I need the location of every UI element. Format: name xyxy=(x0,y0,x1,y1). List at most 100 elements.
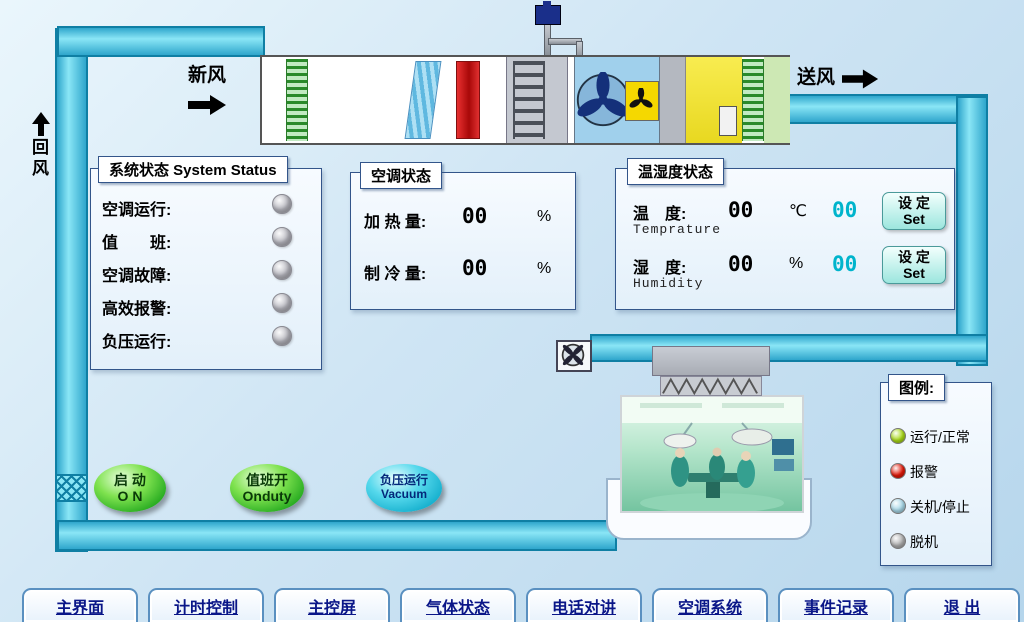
vacuum-run-button[interactable]: 负压运行 Vacuum xyxy=(366,464,442,512)
start-on-button[interactable]: 启 动 O N xyxy=(94,464,166,512)
return-duct-bottom xyxy=(57,520,617,551)
set-button-en: Set xyxy=(903,211,925,227)
legend-offline-dot xyxy=(890,533,906,549)
status-led-vacuum-running xyxy=(272,326,292,346)
status-row-label: 负压运行: xyxy=(102,334,172,351)
return-duct-left-vertical xyxy=(55,28,88,552)
humidifier-ladder-pipes xyxy=(513,61,545,139)
exhaust-fan-icon xyxy=(561,343,585,367)
fresh-air-duct-top xyxy=(57,26,265,57)
temperature-label: 温 度: xyxy=(633,206,687,223)
onduty-button-en: Onduty xyxy=(242,488,292,504)
temperature-set-button[interactable]: 设 定 Set xyxy=(882,192,946,230)
supply-duct-top-right xyxy=(786,94,988,124)
fresh-air-arrow-icon xyxy=(188,95,226,115)
legend-stop-label: 关机/停止 xyxy=(910,499,970,515)
fan-motor-box xyxy=(625,81,659,121)
valve-knob-icon xyxy=(543,1,551,6)
status-row-label: 空调故障: xyxy=(102,268,172,285)
ahu-gray-slab xyxy=(660,57,686,143)
air-handling-unit xyxy=(260,55,790,145)
humidity-value: 00 xyxy=(728,252,754,276)
ahu-blue-filter xyxy=(404,61,442,139)
heating-unit: % xyxy=(537,208,552,225)
vacuum-button-cn: 负压运行 xyxy=(379,473,428,488)
hepa-diffuser xyxy=(660,376,762,396)
set-button-en: Set xyxy=(903,265,925,281)
nav-tab-timer-control[interactable]: 计时控制 xyxy=(148,588,264,622)
ceiling-plenum-box xyxy=(652,346,770,376)
temperature-setpoint-value: 00 xyxy=(832,198,858,222)
start-button-en: O N xyxy=(117,488,143,504)
status-led-onduty xyxy=(272,227,292,247)
nav-tab-label: 事件记录 xyxy=(803,600,868,617)
temperature-unit: ℃ xyxy=(789,203,807,220)
heating-label: 加 热 量: xyxy=(364,214,427,231)
ahu-fan-section xyxy=(574,57,660,143)
set-button-cn: 设 定 xyxy=(898,194,930,211)
nav-tab-event-log[interactable]: 事件记录 xyxy=(778,588,894,622)
nav-tab-label: 主界面 xyxy=(55,600,104,617)
temperature-value: 00 xyxy=(728,198,754,222)
cooling-unit: % xyxy=(537,260,552,277)
legend-alarm-label: 报警 xyxy=(910,464,938,480)
legend-title: 图例: xyxy=(888,374,945,401)
ahu-end-section xyxy=(764,57,790,143)
operating-room-image xyxy=(620,395,804,513)
nav-tab-label: 电话对讲 xyxy=(551,600,616,617)
legend-alarm-dot xyxy=(890,463,906,479)
set-button-cn: 设 定 xyxy=(898,248,930,265)
motorized-valve-icon xyxy=(535,5,561,25)
nav-tab-ac-system[interactable]: 空调系统 xyxy=(652,588,768,622)
fan-wheel-icon xyxy=(576,72,630,127)
status-row-label: 值 班: xyxy=(102,235,172,252)
status-led-ac-fault xyxy=(272,260,292,280)
nav-tab-gas-status[interactable]: 气体状态 xyxy=(400,588,516,622)
status-led-ac-running xyxy=(272,194,292,214)
ahu-yellow-section xyxy=(686,57,742,143)
duct-damper-hatch xyxy=(55,474,88,502)
fresh-air-label: 新风 xyxy=(188,65,227,86)
humidity-unit: % xyxy=(789,255,804,272)
ahu-coil-filter-1 xyxy=(286,59,308,141)
trefoil-icon xyxy=(629,88,653,108)
bottom-navigation: 主界面 计时控制 主控屏 气体状态 电话对讲 空调系统 事件记录 退 出 xyxy=(0,588,1024,622)
nav-tab-label: 气体状态 xyxy=(425,600,490,617)
status-led-hepa-alarm xyxy=(272,293,292,313)
nav-tab-main[interactable]: 主界面 xyxy=(22,588,138,622)
temp-humidity-title: 温湿度状态 xyxy=(627,158,725,185)
heating-value: 00 xyxy=(462,204,488,228)
nav-tab-label: 计时控制 xyxy=(173,600,238,617)
exhaust-fan-box xyxy=(556,340,592,372)
supply-air-arrow-icon xyxy=(842,69,879,89)
cooling-label: 制 冷 量: xyxy=(364,266,427,283)
nav-tab-intercom[interactable]: 电话对讲 xyxy=(526,588,642,622)
onduty-button-cn: 值班开 xyxy=(246,471,288,488)
status-row-label: 空调运行: xyxy=(102,202,172,219)
supply-duct-right-vertical xyxy=(956,96,988,366)
nav-tab-label: 空调系统 xyxy=(677,600,742,617)
humidity-set-button[interactable]: 设 定 Set xyxy=(882,246,946,284)
supply-air-label: 送风 xyxy=(797,67,836,88)
humidity-setpoint-value: 00 xyxy=(832,252,858,276)
humidity-sublabel: Humidity xyxy=(633,276,704,291)
supply-duct-to-room xyxy=(590,334,988,362)
nav-tab-label: 退 出 xyxy=(943,600,981,617)
legend-stop-dot xyxy=(890,498,906,514)
legend-run-label: 运行/正常 xyxy=(910,429,970,445)
ac-status-panel xyxy=(350,172,576,310)
legend-run-dot xyxy=(890,428,906,444)
vacuum-button-en: Vacuum xyxy=(380,487,428,501)
start-button-cn: 启 动 xyxy=(114,471,146,488)
onduty-button[interactable]: 值班开 Onduty xyxy=(230,464,304,512)
yellow-section-access-box xyxy=(719,106,737,136)
temperature-sublabel: Temprature xyxy=(633,222,722,237)
nav-tab-exit[interactable]: 退 出 xyxy=(904,588,1020,622)
nav-tab-master-screen[interactable]: 主控屏 xyxy=(274,588,390,622)
return-air-arrow-icon xyxy=(32,112,50,136)
nav-tab-label: 主控屏 xyxy=(307,600,356,617)
diffuser-zigzag-icon xyxy=(662,377,758,396)
ahu-humidifier-section xyxy=(506,57,568,143)
legend-offline-label: 脱机 xyxy=(910,534,938,550)
